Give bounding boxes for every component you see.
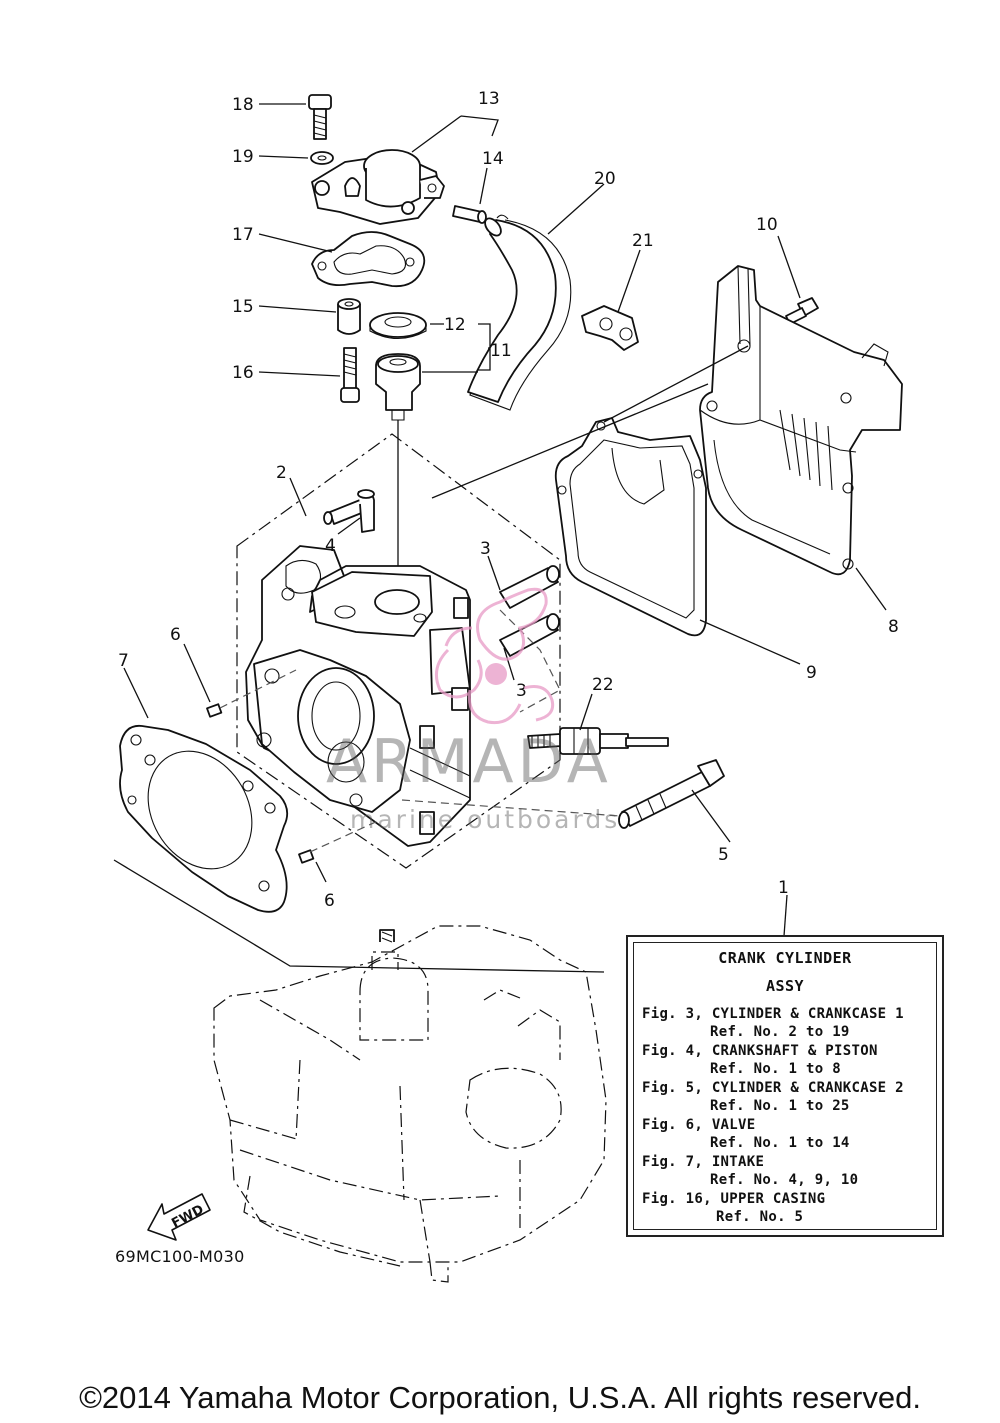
part-6-dowel-upper xyxy=(206,703,223,718)
armada-logo-icon xyxy=(434,587,555,725)
legend-box: CRANK CYLINDER ASSY Fig. 3, CYLINDER & C… xyxy=(626,935,944,1237)
part-14-pipe xyxy=(452,205,487,224)
part-22-spark-plug xyxy=(527,727,669,755)
part-15-collar xyxy=(337,298,361,335)
legend-row-fig: Fig. 6, VALVE xyxy=(642,1117,756,1133)
legend-row-ref: Ref. No. 2 to 19 xyxy=(710,1024,850,1040)
legend-inner-frame xyxy=(633,942,937,1230)
label-3a: 3 xyxy=(480,539,491,559)
legend-row-ref: Ref. No. 1 to 14 xyxy=(710,1135,850,1151)
part-number-labels: 1 2 3 3 4 5 6 6 7 8 9 10 11 12 13 14 15 … xyxy=(118,89,899,911)
copyright-footer: ©2014 Yamaha Motor Corporation, U.S.A. A… xyxy=(79,1380,921,1415)
label-10: 10 xyxy=(756,215,778,235)
legend-row-fig: Fig. 5, CYLINDER & CRANKCASE 2 xyxy=(642,1080,904,1096)
label-16: 16 xyxy=(232,363,254,383)
label-13: 13 xyxy=(478,89,500,109)
crankcase-phantom xyxy=(213,925,607,1283)
part-5-bolt xyxy=(618,759,725,829)
label-1: 1 xyxy=(778,878,789,898)
part-16-bolt xyxy=(340,347,360,403)
leader-lines xyxy=(123,103,887,937)
part-2-cylinder-head xyxy=(245,545,471,847)
alignment-line-a xyxy=(431,383,709,499)
label-6b: 6 xyxy=(324,891,335,911)
label-3b: 3 xyxy=(516,681,527,701)
dowel-path-upper xyxy=(219,669,297,709)
watermark-tagline: marine outboards xyxy=(350,805,621,834)
bolt-path-5 xyxy=(401,799,621,817)
alignment-line-crankcase xyxy=(113,859,605,973)
part-9-gasket xyxy=(554,417,707,637)
label-21: 21 xyxy=(632,231,654,251)
legend-row-ref: Ref. No. 5 xyxy=(716,1209,804,1225)
legend-subtitle: ASSY xyxy=(765,977,805,995)
legend-title: CRANK CYLINDER xyxy=(718,949,852,967)
label-14: 14 xyxy=(482,149,504,169)
legend-row-fig: Fig. 16, UPPER CASING xyxy=(642,1191,826,1207)
legend-row-fig: Fig. 3, CYLINDER & CRANKCASE 1 xyxy=(642,1006,904,1022)
legend-row-fig: Fig. 7, INTAKE xyxy=(642,1154,765,1170)
part-7-head-gasket xyxy=(119,724,289,913)
label-9: 9 xyxy=(806,663,817,683)
legend-row-fig: Fig. 4, CRANKSHAFT & PISTON xyxy=(642,1043,878,1059)
part-3-stud-lower xyxy=(499,613,560,657)
label-6a: 6 xyxy=(170,625,181,645)
label-17: 17 xyxy=(232,225,254,245)
label-4: 4 xyxy=(325,536,336,556)
part-20-hose xyxy=(467,214,572,411)
label-7: 7 xyxy=(118,651,129,671)
part-6-dowel-lower xyxy=(298,849,315,864)
label-19: 19 xyxy=(232,147,254,167)
label-2: 2 xyxy=(276,463,287,483)
part-13-cover xyxy=(311,149,445,225)
label-12: 12 xyxy=(444,315,466,335)
label-5: 5 xyxy=(718,845,729,865)
legend-row-ref: Ref. No. 1 to 8 xyxy=(710,1061,841,1077)
label-20: 20 xyxy=(594,169,616,189)
label-18: 18 xyxy=(232,95,254,115)
label-15: 15 xyxy=(232,297,254,317)
label-22: 22 xyxy=(592,675,614,695)
part-12-seal xyxy=(369,312,427,340)
part-17-gasket xyxy=(311,231,426,288)
part-3-stud-upper xyxy=(499,565,560,609)
figure-code: 69MC100-M030 xyxy=(115,1247,245,1266)
phantom-outline-2 xyxy=(236,433,561,869)
alignment-line-b xyxy=(603,345,749,423)
label-8: 8 xyxy=(888,617,899,637)
part-18-bolt xyxy=(308,94,332,140)
part-8-exhaust-cover xyxy=(699,265,903,576)
part-11-thermostat xyxy=(375,353,421,421)
label-11: 11 xyxy=(490,341,512,361)
watermark-brand: ARMADA xyxy=(326,727,612,797)
part-21-clip xyxy=(581,305,639,351)
fwd-arrow-icon: FWD xyxy=(147,1193,211,1241)
part-19-washer xyxy=(310,151,334,165)
part-4-nipple xyxy=(323,489,375,533)
legend-row-ref: Ref. No. 1 to 25 xyxy=(710,1098,850,1114)
legend-row-ref: Ref. No. 4, 9, 10 xyxy=(710,1172,859,1188)
